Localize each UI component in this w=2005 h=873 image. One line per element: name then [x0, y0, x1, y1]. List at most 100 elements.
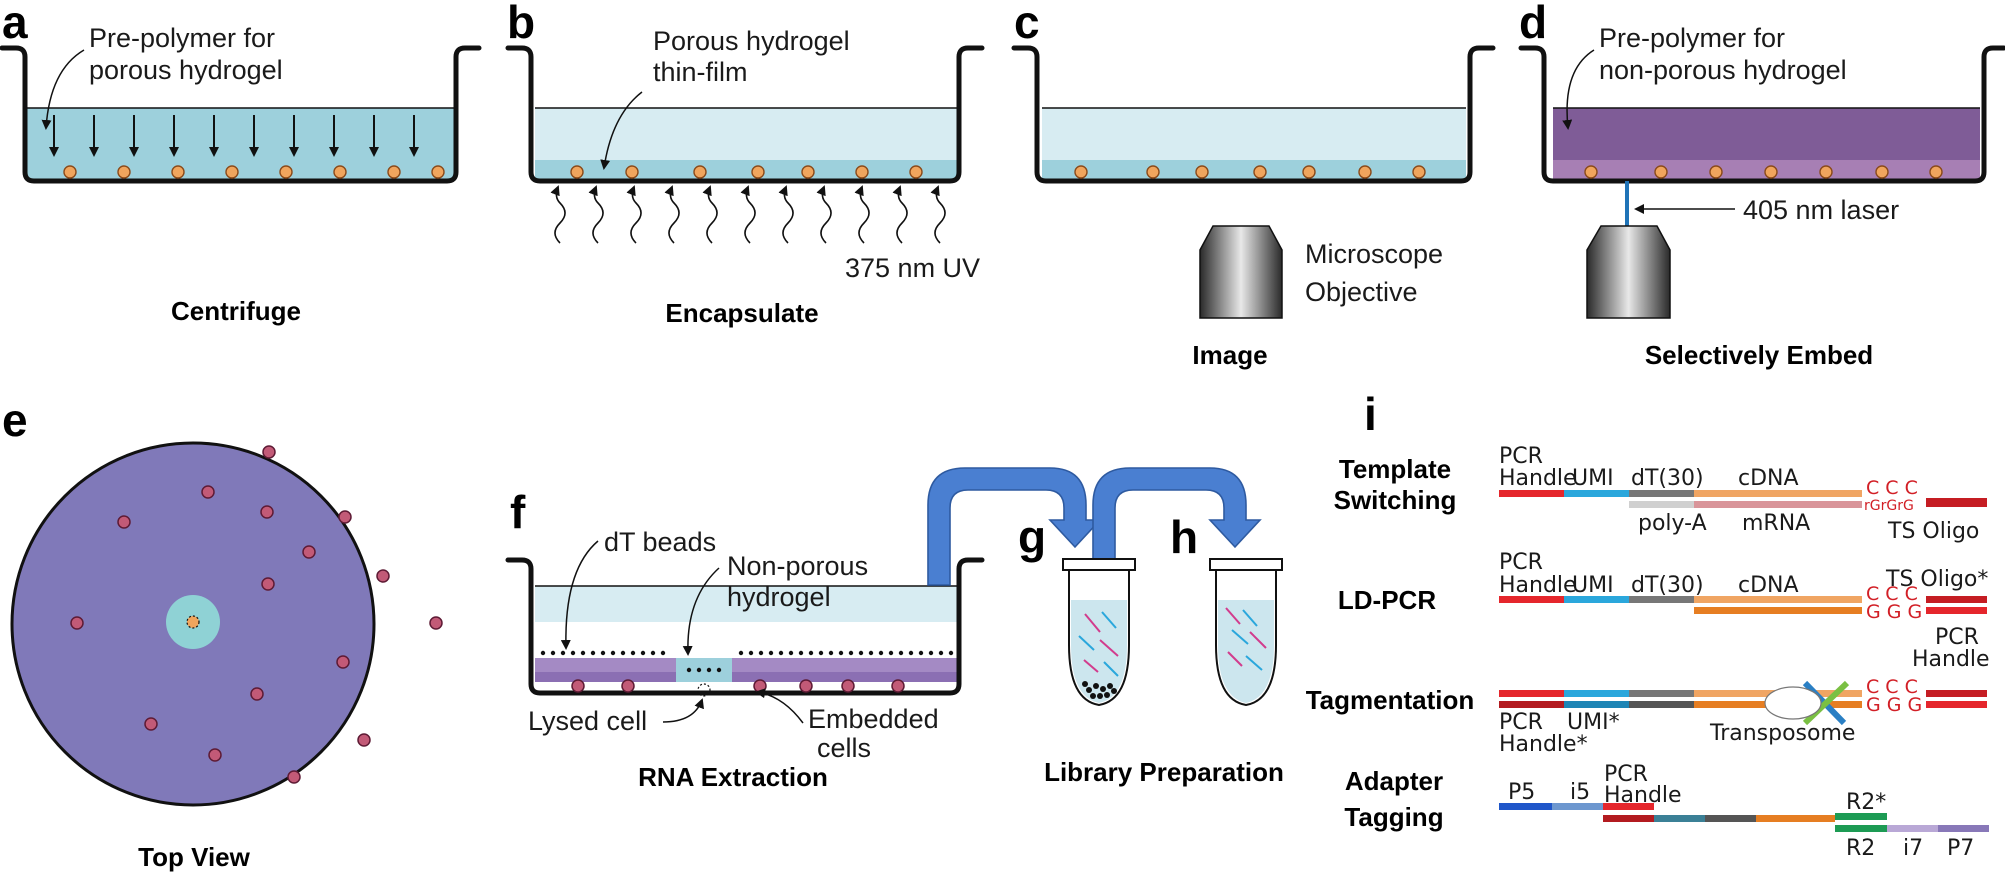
- ts-dt-label: dT(30): [1631, 466, 1704, 491]
- panel-f-lysed-cell: [697, 683, 711, 697]
- adapter-p5-segment: [1499, 803, 1552, 810]
- panel-f-lysed-region: [676, 658, 732, 682]
- adapter-row: P5 i5 PCR Handle R2* R2 i7 P7: [1499, 762, 1989, 861]
- panel-d-prepolymer: [1553, 108, 1980, 160]
- ts-polya-segment: [1629, 501, 1694, 508]
- ts-cdna-segment: [1694, 490, 1862, 497]
- panel-e-caption: Top View: [138, 842, 250, 872]
- ld-pcr2-segment: [1926, 607, 1987, 614]
- tag-pcr-top: [1499, 690, 1564, 697]
- panel-d-label-line1: Pre-polymer for: [1599, 23, 1785, 53]
- ts-rgrgrg: rGrGrG: [1864, 498, 1914, 514]
- panel-e: e Top View: [2, 394, 443, 872]
- panel-a-letter: a: [2, 0, 28, 48]
- panel-a-label-line2: porous hydrogel: [89, 55, 283, 85]
- panel-b-uv-label: 375 nm UV: [845, 253, 980, 283]
- adapter-i5-segment: [1552, 803, 1603, 810]
- panel-b-uv-rays: [550, 185, 946, 244]
- ts-pcr-line1: PCR: [1499, 444, 1543, 469]
- adapter-i5-label: i5: [1570, 780, 1590, 805]
- ts-row: PCR Handle UMI dT(30) cDNA C C C rGrGrG …: [1499, 444, 1987, 544]
- row-name-adapter-1: Adapter: [1345, 766, 1443, 796]
- panel-g: g: [1018, 511, 1136, 707]
- tag-transposome-arm-green: [1802, 680, 1850, 726]
- panel-c-objective-icon: [1199, 225, 1283, 319]
- tag-dt-top: [1629, 690, 1694, 697]
- ld-pcr-line1: PCR: [1499, 550, 1543, 575]
- panel-d-pointer: [1562, 49, 1595, 130]
- ld-dt-label: dT(30): [1631, 573, 1704, 598]
- tag-pcr-bottom: [1499, 701, 1564, 708]
- row-name-tagmentation: Tagmentation: [1306, 685, 1475, 715]
- tag-ccc: C C C: [1866, 676, 1918, 698]
- tag-transposome-label: Transposome: [1709, 721, 1855, 746]
- panel-c-caption: Image: [1192, 340, 1267, 370]
- ld-oligo-segment: [1926, 596, 1987, 603]
- panel-d-label-line2: non-porous hydrogel: [1599, 55, 1847, 85]
- adapter-pcr-segment: [1603, 803, 1654, 810]
- ts-umi-segment: [1564, 490, 1629, 497]
- panel-g-bead-pellet: [1082, 681, 1117, 699]
- tag-dt-bottom: [1629, 701, 1694, 708]
- panel-a-pointer: [41, 49, 85, 130]
- panel-f-to-g-arrow: [927, 467, 1102, 586]
- panel-f-beads-pointer: [560, 540, 599, 650]
- panel-b-liquid: [535, 108, 957, 160]
- panel-f-nonporous-gel-top: [535, 658, 958, 672]
- adapter-umi-bottom: [1654, 815, 1705, 822]
- panel-h-tube-liquid: [1218, 600, 1274, 703]
- panel-f-lysed-label: Lysed cell: [528, 706, 647, 736]
- tag-pcr2-bottom: [1926, 701, 1987, 708]
- ld-row: PCR Handle UMI dT(30) cDNA TS Oligo* C C…: [1499, 550, 1990, 672]
- panel-f-embedded-line1: Embedded: [808, 704, 939, 734]
- adapter-r2star-segment: [1835, 813, 1887, 820]
- panel-d-dish: [1518, 45, 2005, 184]
- tag-pcr-line1: PCR: [1499, 710, 1543, 735]
- ts-mrna-segment: [1694, 501, 1862, 508]
- panel-a-prepolymer-liquid: [27, 108, 454, 180]
- panel-b-letter: b: [507, 0, 535, 48]
- panel-i-letter: i: [1364, 388, 1377, 440]
- panel-f-dish: [505, 557, 985, 696]
- ld-oligo-label: TS Oligo*: [1885, 567, 1988, 592]
- ts-umi-label: UMI: [1572, 466, 1614, 491]
- panel-d-laser-label: 405 nm laser: [1743, 195, 1899, 225]
- panel-b-gel-film: [535, 160, 957, 180]
- adapter-r2-segment: [1835, 825, 1887, 832]
- panel-g-letter: g: [1018, 511, 1046, 563]
- panel-f-lysed-pointer: [662, 698, 704, 723]
- panel-a-dish: [0, 45, 482, 184]
- adapter-p7-label: P7: [1947, 836, 1974, 861]
- panel-f-gel-line2: hydrogel: [727, 582, 831, 612]
- panel-c-cells: [1074, 165, 1426, 179]
- ld-pcr2-line1: PCR: [1935, 625, 1979, 650]
- row-name-template-1: Template: [1339, 454, 1451, 484]
- ld-dt-segment: [1629, 596, 1694, 603]
- panel-f-embedded-pointer: [755, 688, 804, 724]
- ld-umi-segment: [1564, 596, 1629, 603]
- row-name-adapter-2: Tagging: [1344, 802, 1443, 832]
- adapter-r2star-label: R2*: [1846, 790, 1886, 815]
- panel-b-caption: Encapsulate: [665, 298, 818, 328]
- tag-pcr-line2: Handle*: [1499, 732, 1588, 757]
- panel-e-letter: e: [2, 394, 28, 446]
- ld-ggg: G G G: [1866, 601, 1922, 623]
- tag-transposome-blob: [1764, 686, 1822, 720]
- adapter-r2-label: R2: [1846, 836, 1875, 861]
- adapter-pcr-bottom: [1603, 815, 1654, 822]
- panel-d-cells: [1584, 165, 1943, 179]
- panel-g-cdna-strands: [1078, 611, 1119, 677]
- ld-umi-label: UMI: [1572, 573, 1614, 598]
- panel-c: c Microscope Objective Image: [1011, 0, 1496, 370]
- panel-d-objective-icon: [1586, 225, 1671, 319]
- panel-f-beads-label: dT beads: [604, 527, 716, 557]
- adapter-p7-segment: [1938, 825, 1989, 832]
- panel-e-lysed-cell: [186, 615, 200, 629]
- panel-c-objective-line2: Objective: [1305, 277, 1418, 307]
- adapter-p5-label: P5: [1508, 780, 1535, 805]
- tag-umi-bottom: [1564, 701, 1629, 708]
- adapter-dt-bottom: [1705, 815, 1756, 822]
- panel-h: h Library Preparation: [1044, 511, 1284, 787]
- ld-pcr2-line2: Handle: [1912, 647, 1990, 672]
